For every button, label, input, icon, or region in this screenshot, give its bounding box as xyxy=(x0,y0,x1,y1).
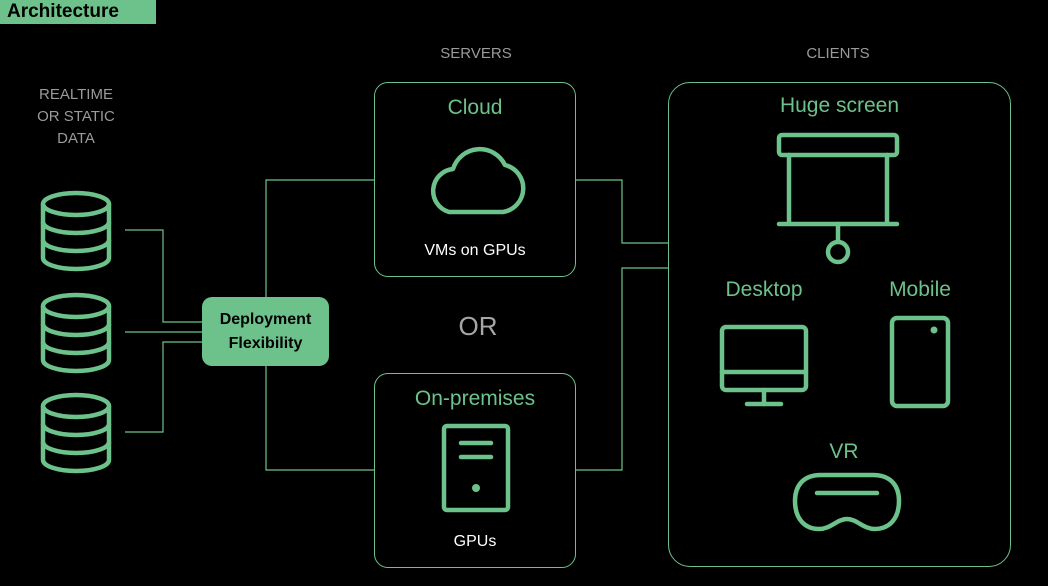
cloud-caption: VMs on GPUs xyxy=(424,242,526,259)
architecture-tag: Architecture xyxy=(0,0,156,24)
desktop-title: Desktop xyxy=(725,278,803,301)
database-icon xyxy=(40,392,112,474)
connector-cloud xyxy=(265,179,374,297)
vr-title: VR xyxy=(829,440,859,463)
connector-onprem-clients xyxy=(576,267,668,471)
server-tower-icon xyxy=(441,423,511,513)
deployment-flexibility-node: Deployment Flexibility xyxy=(202,297,329,366)
mobile-title: Mobile xyxy=(889,278,951,301)
cloud-icon xyxy=(431,146,526,215)
phone-icon xyxy=(889,315,951,409)
vr-headset-icon xyxy=(792,472,902,532)
huge-screen-title: Huge screen xyxy=(779,94,900,117)
projector-screen-icon xyxy=(776,132,900,265)
data-source-label: REALTIME OR STATIC DATA xyxy=(37,86,115,147)
connector-onprem xyxy=(265,366,374,471)
connector-cloud-clients xyxy=(576,179,668,244)
connector-db1 xyxy=(125,229,202,323)
database-icon xyxy=(40,190,112,272)
cloud-title: Cloud xyxy=(447,96,503,119)
onprem-title: On-premises xyxy=(414,387,536,410)
onprem-caption: GPUs xyxy=(453,533,497,550)
servers-heading: SERVERS xyxy=(440,45,512,62)
clients-box: Huge screen Desktop Mobile VR xyxy=(668,82,1011,567)
cloud-server-box: Cloud VMs on GPUs xyxy=(374,82,576,277)
onprem-server-box: On-premises GPUs xyxy=(374,373,576,568)
monitor-icon xyxy=(719,324,809,407)
or-separator: OR xyxy=(458,311,498,341)
clients-heading: CLIENTS xyxy=(806,45,870,62)
database-icon xyxy=(40,292,112,374)
connector-db3 xyxy=(125,341,202,433)
